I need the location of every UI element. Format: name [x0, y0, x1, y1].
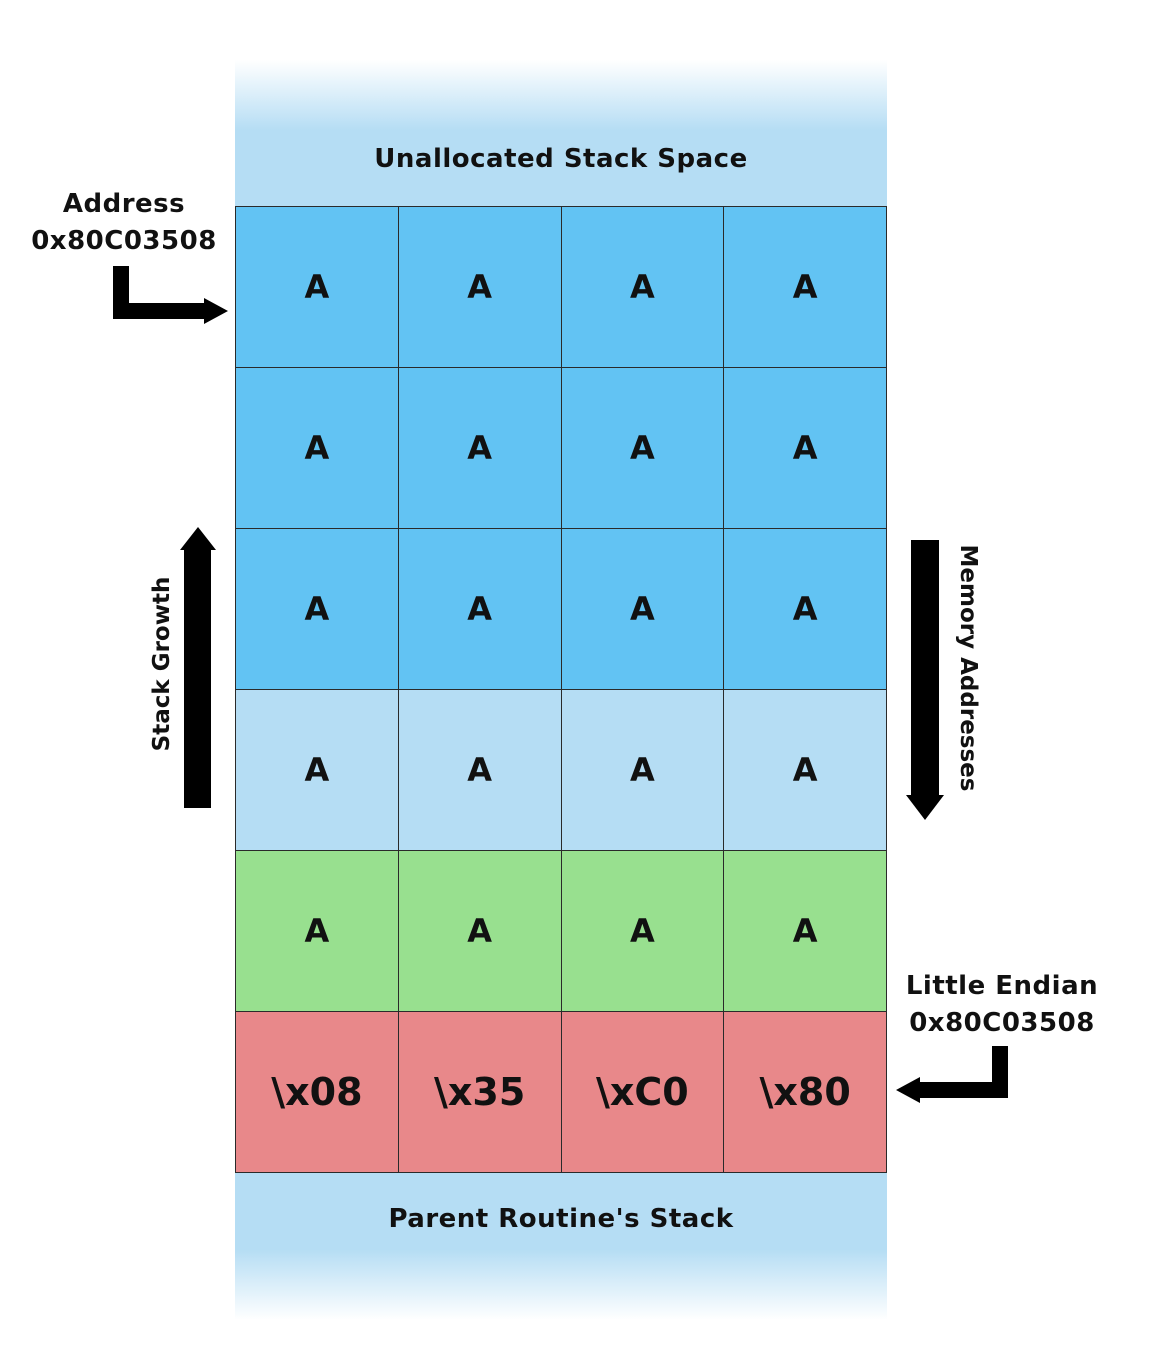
buffer-byte-cell: A [723, 207, 887, 367]
little-endian-title: Little Endian [905, 971, 1099, 1001]
unallocated-stack-label: Unallocated Stack Space [374, 144, 748, 174]
buffer-byte-cell: A [560, 529, 724, 689]
buffer-byte-cell: A [723, 368, 887, 528]
return-address-byte-cell: \x08 [235, 1012, 398, 1172]
buffer-byte-cell: A [723, 851, 887, 1011]
buffer-byte-cell: A [397, 690, 561, 850]
buffer-byte-cell: A [235, 207, 398, 367]
buffer-byte-cell: A [235, 851, 398, 1011]
return-address-byte-cell: \x35 [397, 1012, 561, 1172]
return-address-byte-cell: \xC0 [560, 1012, 724, 1172]
buffer-byte-cell: A [560, 368, 724, 528]
parent-routine-stack-region: Parent Routine's Stack [235, 1173, 887, 1320]
memory-addresses-label: Memory Addresses [955, 544, 981, 792]
buffer-byte-cell: A [235, 368, 398, 528]
buffer-byte-cell: A [397, 368, 561, 528]
address-annotation: Address 0x80C03508 [0, 186, 248, 260]
buffer-byte-cell: A [235, 529, 398, 689]
buffer-byte-cell: A [397, 851, 561, 1011]
return-address-byte-cell: \x80 [723, 1012, 887, 1172]
little-endian-value: 0x80C03508 [909, 1008, 1095, 1038]
buffer-byte-cell: A [723, 690, 887, 850]
buffer-byte-cell: A [560, 851, 724, 1011]
address-title: Address [62, 189, 186, 219]
little-endian-annotation: Little Endian 0x80C03508 [890, 968, 1114, 1042]
address-value: 0x80C03508 [31, 226, 217, 256]
unallocated-stack-region: Unallocated Stack Space [235, 60, 887, 207]
buffer-byte-cell: A [235, 690, 398, 850]
stack-row: \x08\x35\xC0\x80 [235, 1012, 887, 1173]
buffer-byte-cell: A [723, 529, 887, 689]
buffer-byte-cell: A [397, 529, 561, 689]
buffer-byte-cell: A [560, 690, 724, 850]
buffer-byte-cell: A [560, 207, 724, 367]
buffer-byte-cell: A [397, 207, 561, 367]
parent-routine-stack-label: Parent Routine's Stack [388, 1204, 734, 1234]
